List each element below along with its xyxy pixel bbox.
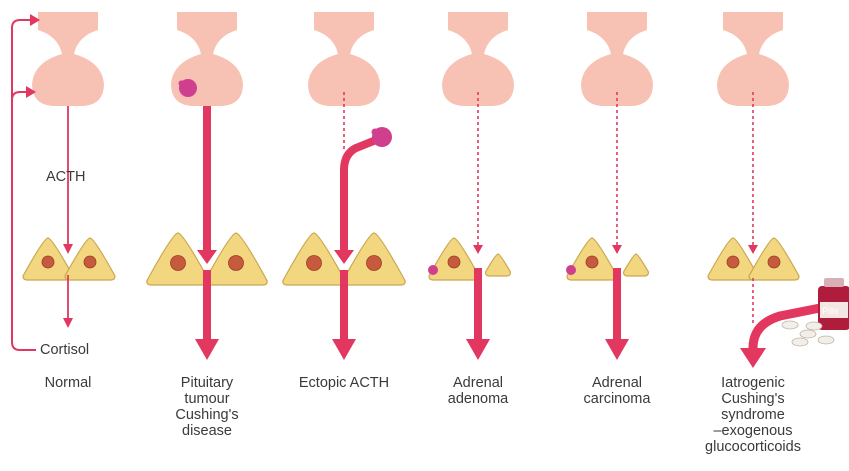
caption-line: tumour bbox=[132, 391, 282, 407]
pills-label: Pills bbox=[822, 306, 839, 316]
arrow-head bbox=[195, 339, 219, 360]
pill-icon bbox=[818, 336, 834, 344]
adrenal-cell bbox=[486, 254, 511, 276]
feedback-loop-inner bbox=[12, 92, 28, 100]
thick-arrow-shaft bbox=[474, 268, 482, 340]
thick-arrow-shaft bbox=[203, 270, 211, 340]
caption-line: Normal bbox=[0, 375, 143, 391]
cell-nucleus bbox=[768, 256, 780, 268]
caption-line: Adrenal bbox=[403, 375, 553, 391]
pituitary-gland bbox=[581, 12, 653, 106]
pill-icon bbox=[782, 321, 798, 329]
caption-normal: Normal bbox=[0, 375, 143, 391]
acth-label: ACTH bbox=[46, 169, 85, 185]
caption-carcinoma: Adrenal carcinoma bbox=[542, 375, 692, 407]
cell-nucleus bbox=[171, 256, 186, 271]
caption-line: –exogenous bbox=[678, 423, 828, 439]
caption-line: adenoma bbox=[403, 391, 553, 407]
arrow-head bbox=[466, 339, 490, 360]
tumour-blob bbox=[372, 129, 379, 136]
thick-arrow-shaft bbox=[613, 268, 621, 340]
caption-line: disease bbox=[132, 423, 282, 439]
arrow-head bbox=[473, 245, 483, 254]
arrow-head bbox=[63, 244, 73, 254]
pill-icon bbox=[800, 330, 816, 338]
caption-line: Pituitary bbox=[132, 375, 282, 391]
arrow-head bbox=[334, 250, 354, 264]
caption-line: Cushing's bbox=[132, 407, 282, 423]
pituitary-gland bbox=[32, 12, 104, 106]
caption-line: syndrome bbox=[678, 407, 828, 423]
arrow-head bbox=[63, 318, 73, 328]
pill-icon bbox=[792, 338, 808, 346]
pituitary-gland bbox=[308, 12, 380, 106]
cell-nucleus bbox=[586, 256, 598, 268]
pituitary-gland bbox=[717, 12, 789, 106]
cell-nucleus bbox=[42, 256, 54, 268]
arrow-head bbox=[612, 245, 622, 254]
cell-nucleus bbox=[448, 256, 460, 268]
arrow-head bbox=[197, 250, 217, 264]
arrow-head bbox=[605, 339, 629, 360]
pituitary-gland bbox=[442, 12, 514, 106]
cell-nucleus bbox=[367, 256, 382, 271]
caption-line: Adrenal bbox=[542, 375, 692, 391]
caption-line: glucocorticoids bbox=[678, 439, 828, 455]
carcinoma-blob bbox=[566, 265, 576, 275]
arrow-head bbox=[748, 245, 758, 254]
arrow-head bbox=[332, 339, 356, 360]
cell-nucleus bbox=[727, 256, 739, 268]
cell-nucleus bbox=[229, 256, 244, 271]
caption-ectopic: Ectopic ACTH bbox=[269, 375, 419, 391]
feedback-loop-outer bbox=[12, 20, 36, 350]
cell-nucleus bbox=[307, 256, 322, 271]
caption-line: Ectopic ACTH bbox=[269, 375, 419, 391]
pill-bottle-cap bbox=[824, 278, 844, 287]
caption-pituitary: Pituitary tumour Cushing's disease bbox=[132, 375, 282, 439]
tumour-blob bbox=[179, 80, 185, 86]
cell-nucleus bbox=[84, 256, 96, 268]
cortisol-label: Cortisol bbox=[40, 342, 89, 358]
pill-icon bbox=[806, 322, 822, 330]
caption-iatrogenic: Iatrogenic Cushing's syndrome –exogenous… bbox=[678, 375, 828, 455]
adrenal-cell bbox=[624, 254, 649, 276]
thick-arrow-shaft bbox=[340, 270, 348, 340]
caption-line: carcinoma bbox=[542, 391, 692, 407]
adenoma-blob bbox=[428, 265, 438, 275]
caption-line: Cushing's bbox=[678, 391, 828, 407]
caption-adenoma: Adrenal adenoma bbox=[403, 375, 553, 407]
arrow-head bbox=[740, 348, 766, 368]
thick-arrow-shaft bbox=[203, 106, 211, 252]
caption-line: Iatrogenic bbox=[678, 375, 828, 391]
